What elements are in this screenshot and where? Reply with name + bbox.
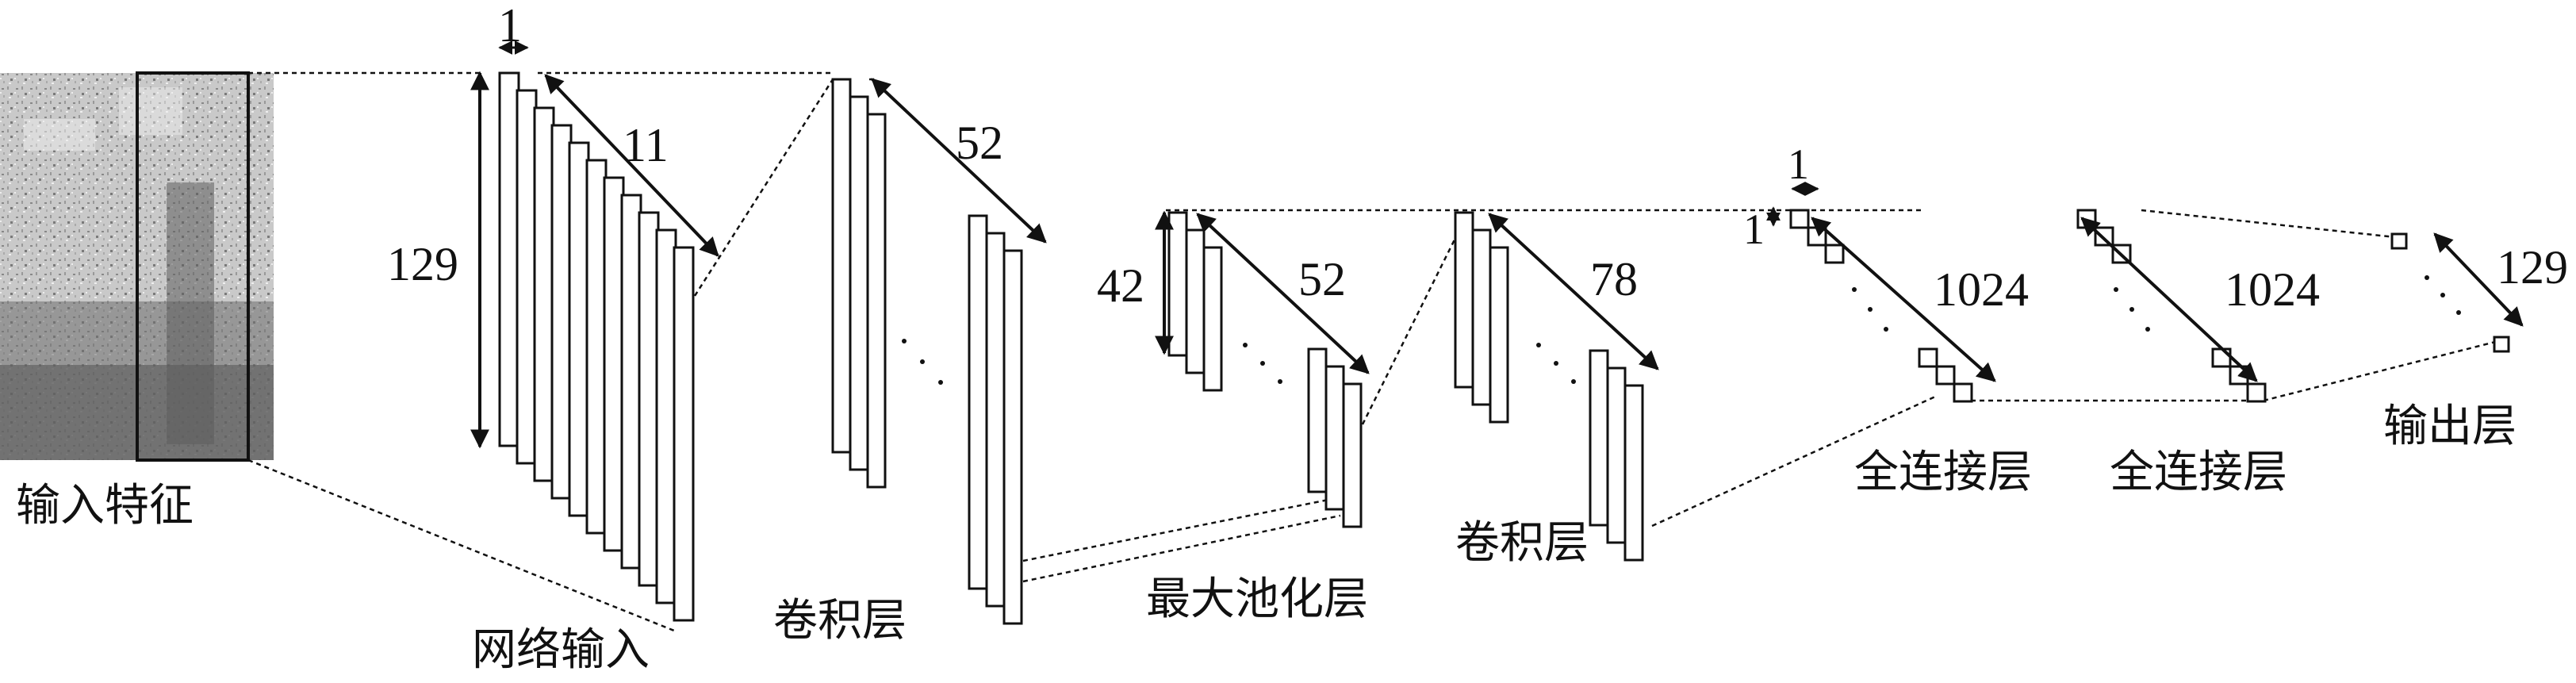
feature-map-slice — [1471, 228, 1492, 406]
conv2-depth-arrow — [1488, 213, 1659, 370]
neuron-unit — [1807, 226, 1827, 247]
neuron-unit — [2076, 209, 2097, 229]
neuron-unit — [1935, 365, 1956, 386]
neuron-unit — [1789, 209, 1810, 229]
feature-map-slice — [1606, 366, 1627, 544]
neuron-unit — [2211, 347, 2232, 368]
neuron-unit — [1824, 244, 1845, 264]
feature-map-slice — [498, 71, 520, 447]
label-conv1: 卷积层 — [773, 595, 907, 647]
feature-map-slice — [1589, 349, 1609, 527]
feature-map-slice — [1342, 382, 1363, 528]
pool-stack-front — [1167, 211, 1223, 392]
conv1-depth-value: 52 — [956, 117, 1003, 169]
feature-map-slice — [1202, 246, 1223, 392]
label-fc2: 全连接层 — [2110, 447, 2287, 498]
feature-map-slice — [866, 113, 887, 489]
feature-map-slice — [1002, 249, 1023, 625]
label-pool: 最大池化层 — [1146, 574, 1368, 625]
neuron-unit — [1918, 347, 1938, 368]
dimension-arrows — [470, 40, 2524, 449]
pool-depth-arrow — [1196, 213, 1370, 374]
feature-map-slice — [603, 176, 625, 552]
feature-map-slice — [620, 194, 642, 570]
fc2-size-arrow — [2080, 217, 2258, 382]
conv2-stack-back — [1589, 349, 1644, 562]
feature-map-slice — [1623, 384, 1644, 562]
label-output: 输出层 — [2383, 401, 2517, 452]
fc1-size-arrow — [1811, 217, 1996, 382]
feature-map-slice — [655, 228, 677, 604]
feature-map-slice — [533, 106, 555, 482]
label-network-input: 网络输入 — [472, 624, 650, 676]
feature-map-slice — [673, 246, 695, 622]
feature-map-slice — [638, 211, 660, 587]
input-height-value: 129 — [387, 238, 458, 290]
input-window-frame — [136, 71, 250, 462]
feature-map-slice — [568, 141, 590, 517]
input-width-value: 1 — [498, 0, 522, 52]
neuron-unit — [1953, 382, 1973, 403]
feature-map-slice — [968, 214, 988, 590]
feature-map-slice — [585, 159, 608, 535]
connector-lines — [247, 71, 2499, 632]
feature-map-slice — [1185, 228, 1206, 374]
pool-depth-value: 52 — [1298, 253, 1346, 305]
conv1-depth-arrow — [871, 78, 1047, 244]
conv2-stack-front — [1454, 211, 1509, 424]
feature-map-slice — [1324, 365, 1345, 511]
fc2-size-value: 1024 — [2225, 263, 2320, 316]
feature-map-slice — [1489, 246, 1509, 424]
feature-map-slice — [831, 78, 852, 454]
fc-unit-height-value: 1 — [1743, 205, 1765, 253]
feature-map-slice — [516, 89, 538, 465]
input-depth-arrow — [544, 74, 719, 257]
fc-unit-width-value: 1 — [1788, 140, 1809, 188]
feature-map-slice — [550, 124, 573, 500]
output-units — [2390, 232, 2510, 353]
label-conv2: 卷积层 — [1455, 517, 1589, 569]
input-depth-value: 11 — [623, 119, 669, 171]
output-size-arrow — [2433, 232, 2524, 327]
conv1-stack-back — [968, 214, 1023, 625]
fc1-size-value: 1024 — [1934, 263, 2029, 316]
feature-map-slice — [985, 232, 1006, 608]
feature-map-slice — [1167, 211, 1188, 357]
feature-map-slice — [1454, 211, 1474, 389]
conv2-depth-value: 78 — [1590, 253, 1638, 305]
pool-stack-back — [1307, 347, 1363, 528]
output-size-value: 129 — [2497, 241, 2568, 294]
label-input-feature: 输入特征 — [16, 480, 194, 531]
feature-map-slice — [1307, 347, 1328, 493]
pool-height-value: 42 — [1097, 259, 1144, 312]
label-fc1: 全连接层 — [1854, 447, 2032, 498]
feature-map-slice — [849, 95, 869, 471]
conv1-stack-front — [831, 78, 887, 489]
neuron-unit — [2246, 382, 2267, 403]
